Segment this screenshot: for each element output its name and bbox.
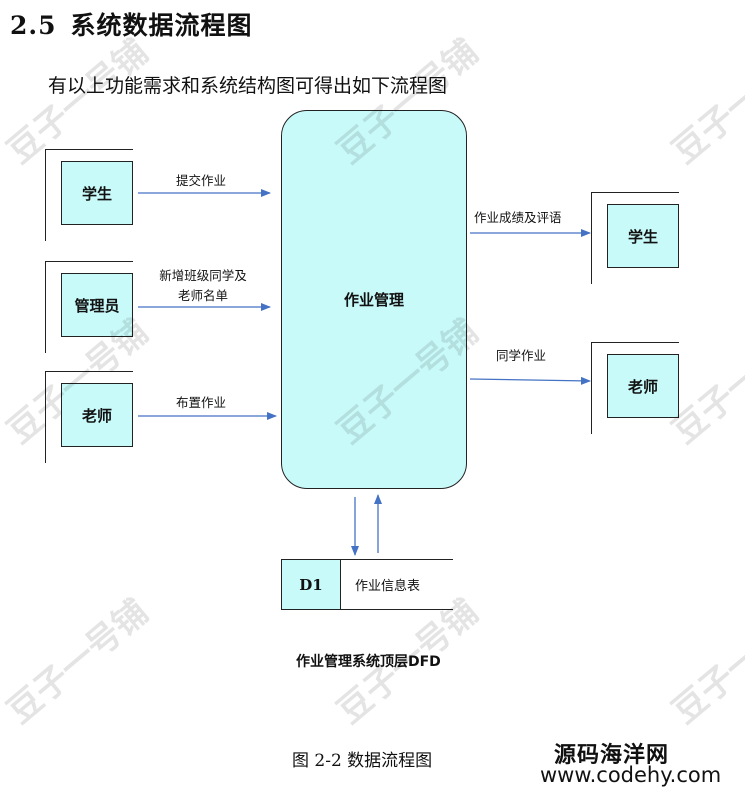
flow-label-add-line2: 老师名单 [177, 288, 228, 303]
diagram-caption: 作业管理系统顶层DFD [296, 654, 441, 670]
entity-shadow-teacher-left [45, 371, 133, 463]
entity-student-left: 学生 [61, 161, 133, 225]
datastore-name: 作业信息表 [355, 579, 421, 594]
flow-label-assign: 布置作业 [176, 395, 227, 410]
entity-shadow-student-right [591, 192, 679, 284]
entity-shadow-admin [45, 261, 133, 353]
entity-shadow-student-left [45, 149, 133, 241]
entity-shadow-teacher-right [591, 342, 679, 434]
flow-label-add-names: 新增班级同学及 老师名单 [148, 266, 258, 306]
entity-teacher-left: 老师 [61, 383, 133, 447]
figure-caption: 图 2-2 数据流程图 [292, 751, 433, 771]
datastore-box [341, 559, 453, 610]
flow-label-classmates: 同学作业 [496, 348, 547, 363]
flow-label-submit: 提交作业 [176, 173, 227, 188]
entity-admin: 管理员 [61, 273, 133, 337]
process-label: 作业管理 [343, 291, 404, 309]
entity-student-right: 学生 [607, 204, 679, 268]
process-box [281, 110, 467, 489]
brand-url: www.codehy.com [540, 763, 722, 787]
entity-teacher-right: 老师 [607, 354, 679, 418]
section-number: 2.5 [10, 11, 57, 40]
flow-label-grades: 作业成绩及评语 [474, 210, 562, 225]
datastore-id: D1 [281, 559, 341, 610]
section-heading: 2.5 系统数据流程图 [10, 6, 253, 42]
flow-label-add-line1: 新增班级同学及 [159, 268, 247, 283]
brand-name: 源码海洋网 [554, 743, 670, 768]
arrow-classmates [469, 376, 591, 385]
intro-paragraph: 有以上功能需求和系统结构图可得出如下流程图 [48, 75, 448, 97]
section-title: 系统数据流程图 [70, 11, 253, 40]
